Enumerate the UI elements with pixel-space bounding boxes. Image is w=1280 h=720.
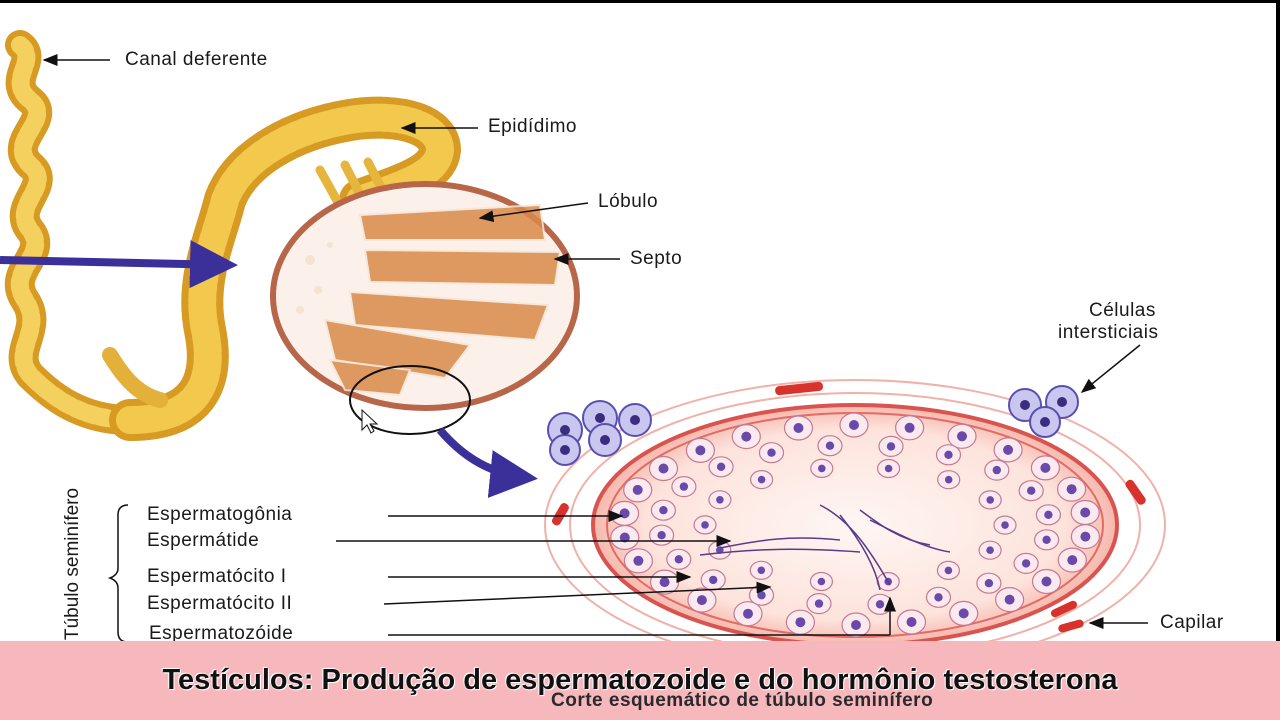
epididimo-shape <box>102 96 462 441</box>
tubule-cell-nucleus <box>934 593 943 602</box>
tubule-cell-nucleus <box>851 620 861 630</box>
tubule-cell-nucleus <box>633 555 644 566</box>
tubule-cell-nucleus <box>696 595 707 606</box>
tubule-cell-nucleus <box>793 423 804 433</box>
tubule-cell-nucleus <box>743 608 753 619</box>
pointer-arrow-left <box>0 240 238 289</box>
pointer-arrow-down <box>436 427 538 498</box>
caption-subtitle: Corte esquemático de túbulo seminífero <box>551 690 934 711</box>
tubule-cell-nucleus <box>795 617 806 628</box>
tubule-cell-nucleus <box>695 445 706 456</box>
tubule-cell-nucleus <box>944 475 953 484</box>
tubule-cell-nucleus <box>984 579 994 588</box>
tubule-cell-nucleus <box>1066 484 1077 495</box>
tubule-cell-nucleus <box>1040 462 1051 473</box>
testis-section <box>270 181 580 435</box>
frame-border-right <box>1276 0 1280 720</box>
tubule-cell-nucleus <box>659 577 670 588</box>
canal-deferente-shape <box>4 30 145 435</box>
tubule-cell-nucleus <box>659 506 668 515</box>
tubule-cell-nucleus <box>1004 594 1015 605</box>
label-espermatocito-2: Espermatócito II <box>147 593 293 614</box>
tubule-cell-nucleus <box>817 577 826 586</box>
tubule-cell-nucleus <box>1027 486 1036 495</box>
tubule-cell-nucleus <box>1003 444 1014 455</box>
tubule-cell-nucleus <box>741 431 752 442</box>
tubule-cell-nucleus <box>701 521 709 529</box>
tubule-cell-nucleus <box>875 600 885 609</box>
tubule-cell-nucleus <box>657 531 666 540</box>
tubule-cell-nucleus <box>658 463 669 474</box>
tubule-cell-nucleus <box>619 508 630 519</box>
tubule-cell-nucleus <box>1080 531 1091 542</box>
tubule-cell-nucleus <box>1001 521 1009 529</box>
tubule-cell-nucleus <box>632 484 643 495</box>
tubule-cell-nucleus <box>886 442 896 451</box>
interstitial-cells-right <box>1008 385 1079 438</box>
tubule-cell-nucleus <box>884 464 893 473</box>
label-epididimo: Epidídimo <box>488 116 577 137</box>
tubule-cell-nucleus <box>1067 555 1078 566</box>
label-espermatozoide: Espermatozóide <box>149 623 294 644</box>
tubule-cell-nucleus <box>619 532 630 543</box>
cursor-icon <box>361 408 379 434</box>
tubule-cell-nucleus <box>818 464 826 473</box>
tubule-cell-nucleus <box>986 546 994 554</box>
tubule-cell-nucleus <box>1080 507 1091 518</box>
tubule-cell-nucleus <box>849 420 859 430</box>
tubule-cell-nucleus <box>904 422 915 433</box>
tubule-cell-nucleus <box>757 591 766 600</box>
tubule-cell-nucleus <box>957 431 967 442</box>
tubule-cell-nucleus <box>825 441 835 450</box>
tubule-cell-nucleus <box>1044 510 1053 519</box>
label-celulas: Células <box>1089 300 1156 321</box>
tubule-cell-nucleus <box>944 450 953 459</box>
leader-celulas <box>1080 344 1141 393</box>
label-espermatocito-1: Espermatócito I <box>147 566 287 587</box>
tubule-cell-nucleus <box>1021 559 1031 568</box>
tubulo-bracket <box>107 504 129 643</box>
tubule-cell-nucleus <box>716 496 724 504</box>
tubule-cell-nucleus <box>757 475 766 484</box>
tubule-cell-nucleus <box>679 482 689 491</box>
label-tubulo-seminifero: Túbulo seminífero <box>62 487 83 640</box>
tubule-cell-nucleus <box>709 575 718 585</box>
tubule-cell-nucleus <box>814 599 824 608</box>
tubule-cell-nucleus <box>767 448 776 457</box>
tubule-cell-nucleus <box>674 555 683 564</box>
tubule-cell-nucleus <box>944 566 953 575</box>
leader-lobulo <box>478 202 589 223</box>
label-canal-deferente: Canal deferente <box>125 49 268 70</box>
tubule-cell-nucleus <box>1041 576 1052 587</box>
tubule-cell-nucleus <box>906 617 917 627</box>
caption-title: Testículos: Produção de espermatozoide e… <box>162 664 1118 696</box>
tubule-cell-nucleus <box>1042 535 1051 544</box>
label-intersticiais: intersticiais <box>1058 322 1159 343</box>
leader-espermatocito-2 <box>383 581 772 605</box>
caption-bar <box>0 641 1280 720</box>
tubule-cell-nucleus <box>716 462 726 471</box>
frame-border-top <box>0 0 1280 3</box>
tubule-cell-nucleus <box>757 566 766 575</box>
tubule-cell-nucleus <box>986 496 994 504</box>
label-septo: Septo <box>630 248 683 269</box>
tubule-cell-nucleus <box>992 465 1001 475</box>
tubule-cell-nucleus <box>958 608 969 619</box>
label-espermatide: Espermátide <box>147 530 260 551</box>
label-espermatogonia: Espermatogônia <box>147 504 293 525</box>
capillaries <box>551 381 1146 633</box>
label-capilar: Capilar <box>1160 612 1224 633</box>
label-lobulo: Lóbulo <box>598 191 659 212</box>
